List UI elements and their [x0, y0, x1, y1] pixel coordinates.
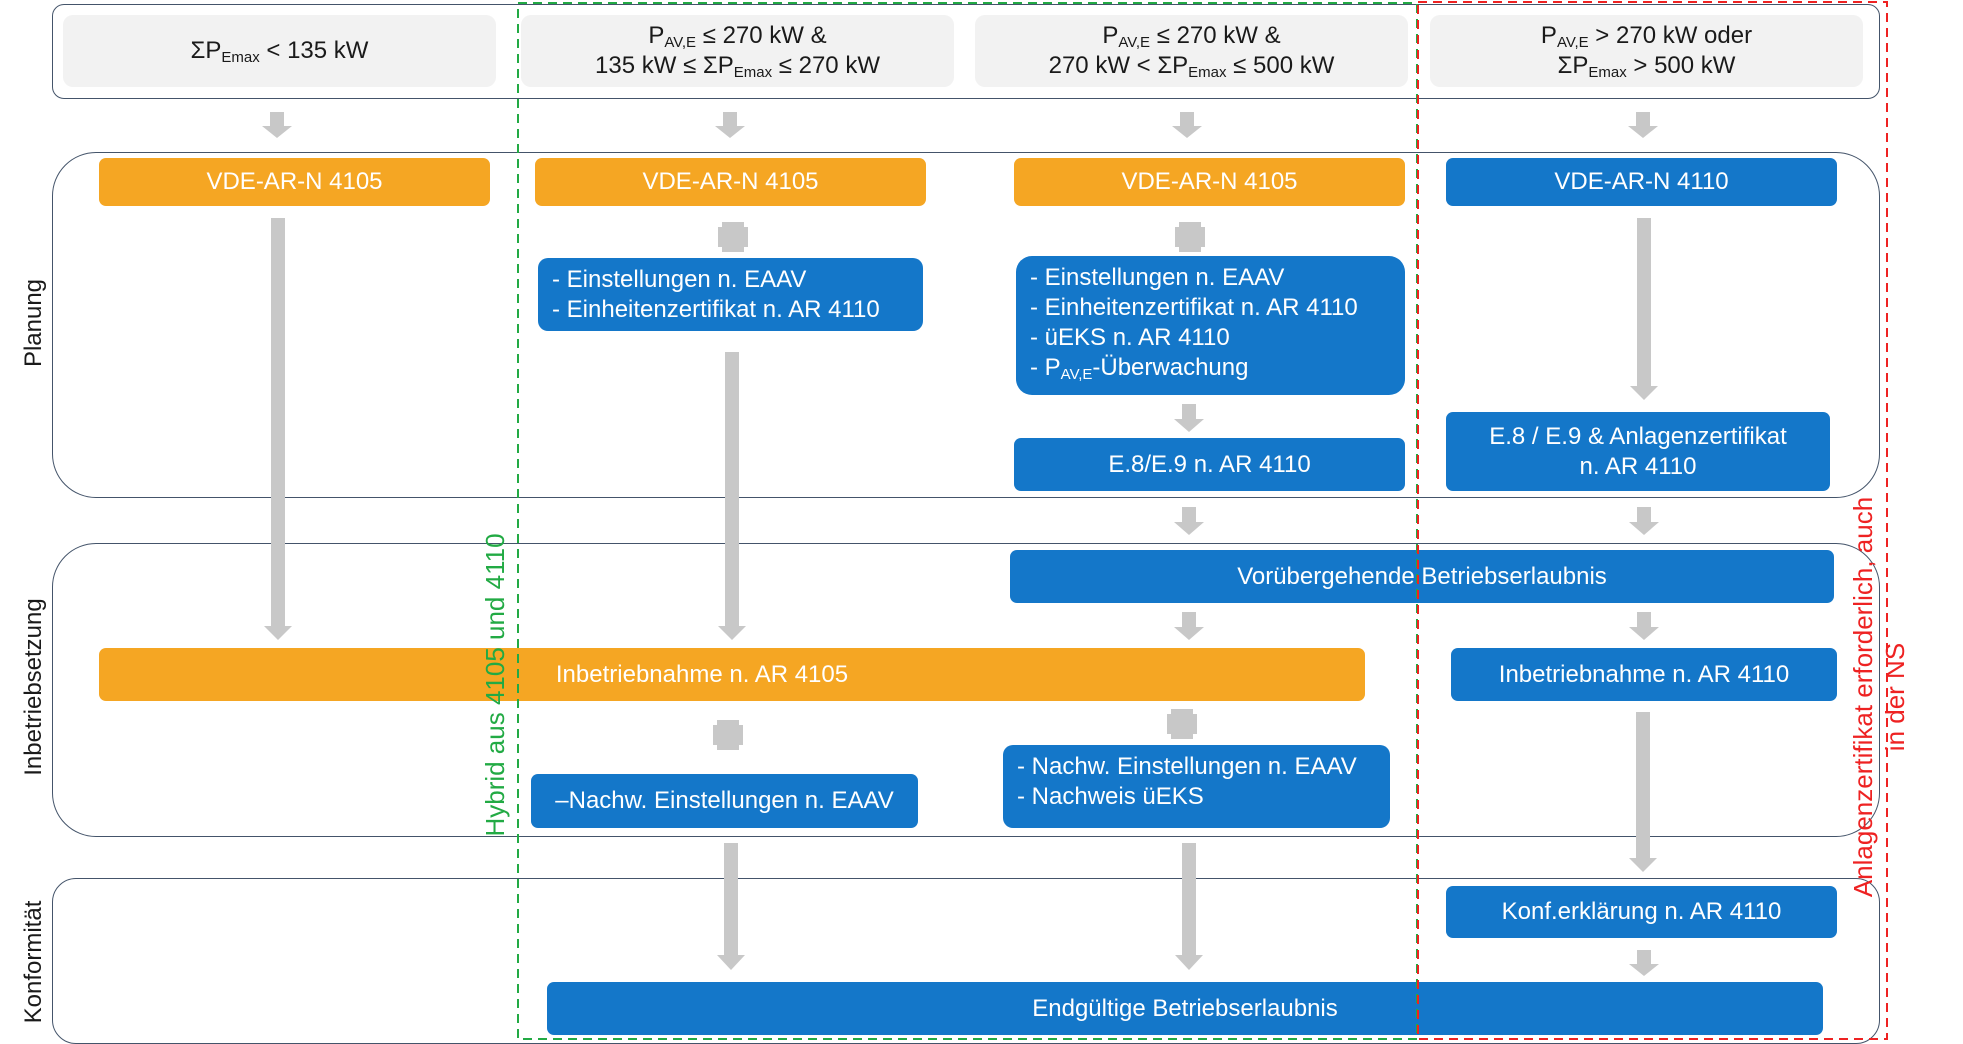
list-item: - üEKS n. AR 4110 — [1030, 324, 1230, 351]
plus-icon — [1175, 222, 1205, 252]
arrow-down-icon — [718, 352, 746, 640]
commissioning-4110: Inbetriebnahme n. AR 4110 — [1451, 648, 1837, 701]
arrow-down-icon — [1628, 112, 1658, 138]
hybrid-label: Hybrid aus 4105 und 4110 — [480, 533, 510, 837]
arrow-down-icon — [1629, 612, 1659, 640]
arrow-down-icon — [262, 112, 292, 138]
col3-proof: - Nachw. Einstellungen n. EAAV - Nachwei… — [1003, 745, 1390, 828]
arrow-down-icon — [717, 843, 745, 970]
plus-icon — [713, 720, 743, 750]
norm-4105-col3: VDE-AR-N 4105 — [1014, 158, 1405, 206]
list-item: - Einstellungen n. EAAV — [1030, 264, 1285, 291]
plus-icon — [718, 222, 748, 252]
condition-col1: ΣPEmax < 135 kW — [63, 15, 496, 87]
arrow-down-icon — [715, 112, 745, 138]
list-item: - Einheitenzertifikat n. AR 4110 — [1030, 294, 1358, 321]
list-item: - PAV,E-Überwachung — [1030, 354, 1249, 383]
arrow-down-icon — [1629, 950, 1659, 976]
list-item: - Einstellungen n. EAAV — [552, 266, 807, 293]
col2-proof: –Nachw. Einstellungen n. EAAV — [531, 774, 918, 828]
arrow-down-icon — [1174, 507, 1204, 535]
list-item: - Nachw. Einstellungen n. EAAV — [1017, 753, 1357, 780]
final-permit: Endgültige Betriebserlaubnis — [547, 982, 1823, 1035]
arrow-down-icon — [1172, 112, 1202, 138]
arrow-down-icon — [1630, 218, 1658, 400]
norm-4110-col4: VDE-AR-N 4110 — [1446, 158, 1837, 206]
arrow-down-icon — [1174, 612, 1204, 640]
col4-e8-anlagenzertifikat: E.8 / E.9 & Anlagenzertifikat n. AR 4110 — [1446, 412, 1830, 491]
temporary-permit: Vorübergehende Betriebserlaubnis — [1010, 550, 1834, 603]
arrow-down-icon — [1175, 843, 1203, 970]
norm-4105-col2: VDE-AR-N 4105 — [535, 158, 926, 206]
arrow-down-icon — [264, 218, 292, 640]
conformity-declaration: Konf.erklärung n. AR 4110 — [1446, 886, 1837, 938]
list-item: - Einheitenzertifikat n. AR 4110 — [552, 296, 880, 323]
arrow-down-icon — [1629, 712, 1657, 872]
certificate-label: Anlagenzertifikat erforderlich, auch in … — [1848, 496, 1910, 898]
list-item: - Nachweis üEKS — [1017, 783, 1204, 810]
plus-icon — [1167, 709, 1197, 739]
col2-requirements: - Einstellungen n. EAAV - Einheitenzerti… — [538, 258, 923, 331]
norm-4105-col1: VDE-AR-N 4105 — [99, 158, 490, 206]
commissioning-4105: Inbetriebnahme n. AR 4105 — [99, 648, 1365, 701]
arrow-down-icon — [1174, 404, 1204, 432]
arrow-down-icon — [1629, 507, 1659, 535]
col3-requirements: - Einstellungen n. EAAV - Einheitenzerti… — [1016, 256, 1405, 395]
col3-e8-e9: E.8/E.9 n. AR 4110 — [1014, 438, 1405, 491]
